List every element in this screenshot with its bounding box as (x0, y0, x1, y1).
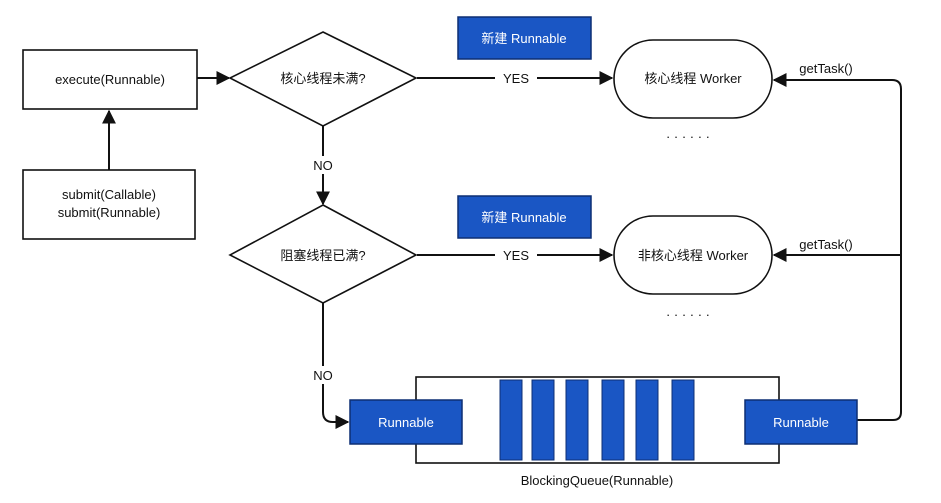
queue-in-label: Runnable (378, 415, 434, 430)
no-label-top: NO (313, 158, 333, 173)
queue-slot (499, 379, 523, 461)
execute-label: execute(Runnable) (55, 72, 165, 87)
submit-runnable-label: submit(Runnable) (58, 205, 161, 220)
new-runnable-top-label: 新建 Runnable (481, 31, 566, 46)
queue-slots (499, 379, 695, 461)
queue-slot (565, 379, 589, 461)
yes-label-top: YES (503, 71, 529, 86)
edge-labels: YES YES NO NO getTask() getTask() (308, 61, 853, 384)
core-worker-ellipsis: · · · · · · (666, 129, 710, 144)
queue-slot (671, 379, 695, 461)
arrow-queue-no (322, 303, 350, 429)
decision-queue-label: 阻塞线程已满? (280, 248, 365, 263)
decision-core-threads: 核心线程未满? (228, 31, 418, 127)
noncore-worker-ellipsis: · · · · · · (666, 307, 710, 322)
new-runnable-mid-label: 新建 Runnable (481, 210, 566, 225)
noncore-worker-node: 非核心线程 Worker (613, 215, 773, 295)
submit-node: submit(Callable) submit(Runnable) (22, 169, 196, 240)
gettask-label-bottom: getTask() (799, 237, 852, 252)
no-label-bottom: NO (313, 368, 333, 383)
blocking-queue: BlockingQueue(Runnable) (415, 376, 780, 488)
queue-slot (531, 379, 555, 461)
queue-slot (601, 379, 625, 461)
decision-core-label: 核心线程未满? (280, 71, 365, 86)
blocking-queue-label: BlockingQueue(Runnable) (521, 473, 673, 488)
queue-in-runnable: Runnable (349, 399, 463, 445)
submit-callable-label: submit(Callable) (62, 187, 156, 202)
queue-out-label: Runnable (773, 415, 829, 430)
new-runnable-badge-top: 新建 Runnable (457, 16, 592, 60)
queue-out-runnable: Runnable (744, 399, 858, 445)
gettask-loop (772, 73, 902, 421)
queue-slot (635, 379, 659, 461)
gettask-label-top: getTask() (799, 61, 852, 76)
execute-node: execute(Runnable) (22, 49, 198, 110)
new-runnable-badge-mid: 新建 Runnable (457, 195, 592, 239)
decision-queue-full: 阻塞线程已满? (228, 204, 418, 304)
noncore-worker-label: 非核心线程 Worker (638, 248, 749, 263)
core-worker-label: 核心线程 Worker (644, 71, 742, 86)
core-worker-node: 核心线程 Worker (613, 39, 773, 119)
yes-label-bottom: YES (503, 248, 529, 263)
